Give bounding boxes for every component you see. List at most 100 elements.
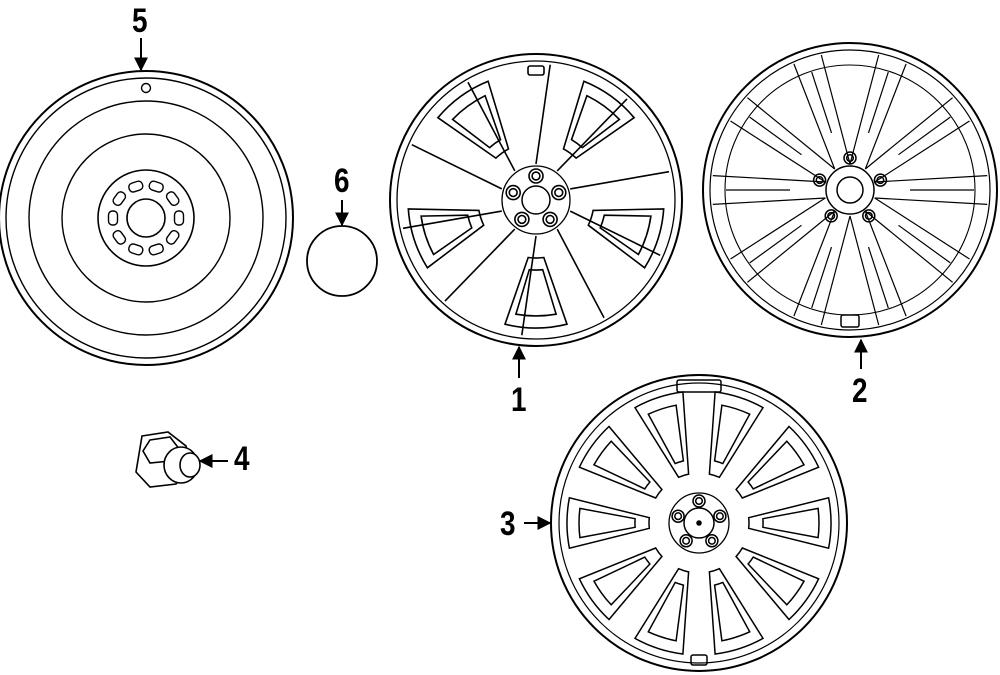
- wheel-window: [578, 425, 663, 499]
- wheel-spoke-rib: [749, 224, 802, 264]
- wheel-spoke-edge: [402, 210, 502, 230]
- wheel-spoke-edge: [556, 228, 605, 319]
- wheel-spoke-line: [747, 97, 836, 170]
- wheel-window-inner: [713, 581, 751, 642]
- spare-wheel-slot: [107, 210, 119, 226]
- wheel-spoke-line: [864, 210, 953, 283]
- wheel-spoke-line: [849, 215, 880, 326]
- lug-hole: [679, 534, 693, 548]
- wheel-window-inner: [647, 581, 685, 642]
- wheel-window-inner: [599, 214, 652, 256]
- callout-1: 1: [511, 381, 527, 419]
- lug-hole: [692, 494, 706, 508]
- wheel-spoke-rib: [749, 116, 802, 156]
- wheel-spoke-line: [849, 54, 880, 165]
- wheel-spoke-line: [712, 175, 826, 183]
- callout-2: 2: [852, 372, 868, 410]
- wheel-spoke-rib: [898, 116, 951, 156]
- wheel-window-inner: [747, 440, 806, 490]
- wheel-spoke-line: [864, 97, 953, 170]
- wheel-window-inner: [592, 440, 651, 490]
- wheel-window-inner: [578, 507, 636, 539]
- wheel-spoke-line: [747, 210, 836, 283]
- alloy-wheel-multi-spoke-icon[interactable]: [702, 42, 998, 338]
- lug-hole: [824, 209, 838, 223]
- wheel-spoke-line: [820, 215, 851, 326]
- wheel-spoke-line: [793, 210, 836, 317]
- spare-wheel-slot: [112, 229, 127, 245]
- wheel-window: [735, 547, 820, 621]
- callout-6: 6: [334, 162, 350, 200]
- wheel-spoke-line: [864, 210, 907, 317]
- lug-hole-hole: [827, 211, 836, 220]
- wheel-window-inner: [592, 556, 651, 606]
- lug-hole: [862, 209, 876, 223]
- wheel-window: [566, 496, 651, 550]
- spare-wheel-slot: [112, 191, 127, 207]
- wheel-window-inner: [647, 404, 685, 465]
- lug-hole-hole: [815, 176, 824, 185]
- lug-hole-hole: [845, 153, 855, 163]
- spare-wheel-slot: [165, 229, 180, 245]
- center-cap-icon[interactable]: [306, 225, 378, 297]
- lug-hole: [843, 151, 857, 165]
- lug-hole-hole: [545, 214, 555, 225]
- wheel-spoke-line: [874, 197, 988, 205]
- lug-hole: [873, 173, 888, 187]
- wheel-spoke-rib: [867, 246, 889, 309]
- wheel-window: [708, 567, 765, 655]
- alloy-wheel-split-spoke-icon[interactable]: [550, 374, 848, 672]
- alloy-wheel-10-spoke-icon[interactable]: [389, 53, 683, 347]
- spare-wheel-slot: [128, 243, 144, 256]
- wheel-spoke-edge: [556, 98, 628, 172]
- wheel-window: [503, 256, 569, 329]
- spare-wheel-slot: [173, 210, 185, 226]
- spare-wheel-slot: [148, 243, 164, 256]
- wheel-window: [578, 547, 663, 621]
- wheel-window-inner: [451, 94, 502, 149]
- lug-hole-hole: [531, 171, 541, 181]
- wheel-spoke-edge: [570, 170, 670, 190]
- spare-wheel-slot: [148, 180, 164, 193]
- wheel-window-inner: [570, 94, 621, 149]
- lug-hole-hole: [876, 176, 885, 185]
- lug-hole-hole: [682, 536, 691, 545]
- wheel-spoke-line: [864, 63, 907, 170]
- spare-wheel-slot: [128, 180, 144, 193]
- wheel-spoke-edge: [411, 143, 503, 190]
- wheel-spoke-line: [793, 63, 836, 170]
- wheel-spoke-edge: [569, 210, 661, 257]
- wheel-spoke-line: [820, 54, 851, 165]
- wheel-spoke-rib: [811, 71, 833, 134]
- wheel-spoke-edge: [467, 81, 516, 172]
- lug-hole: [542, 211, 558, 228]
- callout-leaders: [134, 38, 868, 530]
- lug-hole: [550, 184, 567, 201]
- lug-hole: [528, 168, 544, 184]
- callout-3: 3: [500, 505, 516, 543]
- wheel-spoke-rib: [867, 71, 889, 134]
- lug-hole-hole: [554, 187, 564, 198]
- lug-hole-hole: [864, 211, 873, 220]
- wheel-spoke-edge: [521, 235, 537, 336]
- wheel-window: [562, 80, 636, 160]
- lug-hole: [705, 534, 719, 548]
- lug-hole: [505, 184, 522, 201]
- wheel-spoke-line: [730, 197, 826, 260]
- lug-hole: [514, 211, 530, 228]
- lug-nut-icon[interactable]: [135, 431, 201, 488]
- wheel-window: [708, 391, 765, 479]
- lug-hole: [671, 509, 685, 523]
- wheel-window-inner: [762, 507, 820, 539]
- wheel-spoke-line: [874, 197, 970, 260]
- lug-hole-hole: [707, 536, 716, 545]
- callout-4: 4: [234, 440, 250, 478]
- lug-hole: [812, 173, 827, 187]
- wheel-spoke-edge: [535, 64, 551, 165]
- spare-wheel-icon[interactable]: [0, 70, 294, 366]
- wheel-spoke-line: [874, 175, 988, 183]
- wheel-window-inner: [713, 404, 751, 465]
- wheel-spoke-rib: [811, 246, 833, 309]
- lug-hole: [713, 509, 727, 523]
- lug-hole-hole: [508, 187, 518, 198]
